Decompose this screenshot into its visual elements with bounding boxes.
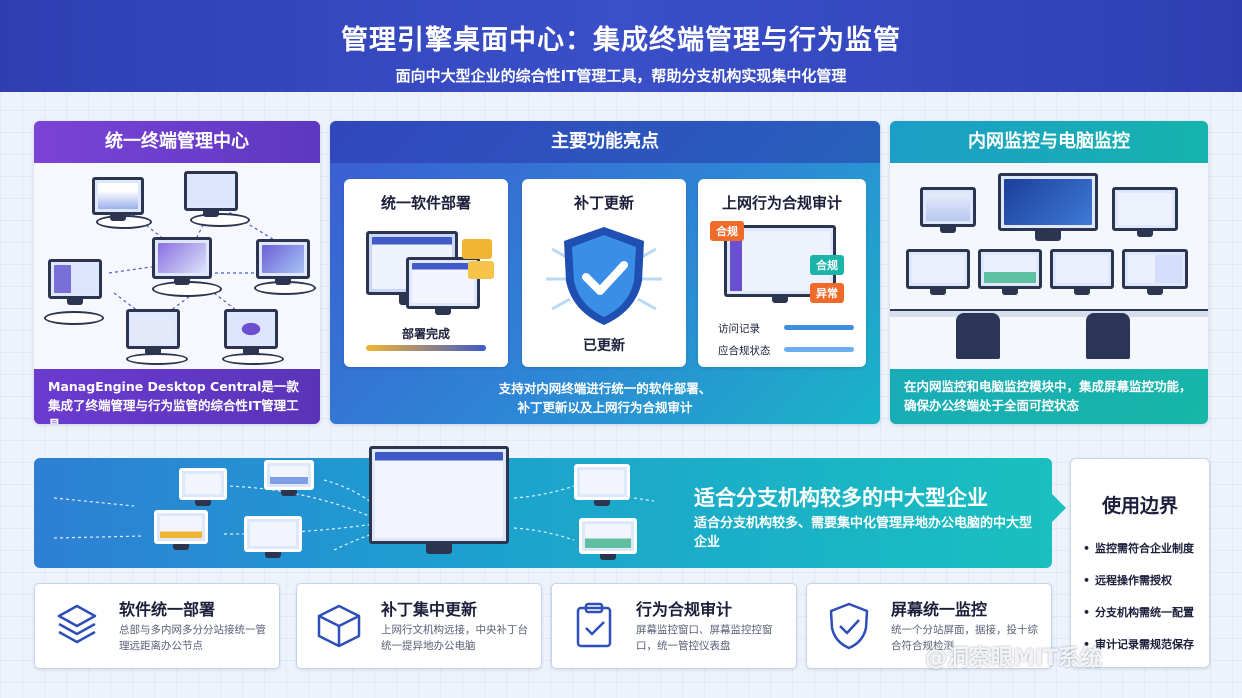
list-item: 远程操作需授权: [1083, 572, 1209, 588]
monitor-icon: [406, 257, 480, 315]
monitor-icon: [256, 239, 310, 285]
laptop-icon: [574, 464, 630, 506]
feature-highlights-panel: 主要功能亮点 统一软件部署 部署完成 补丁更新 已更新 上网行为合规审计 合规: [330, 121, 880, 424]
list-item: 分支机构需统一配置: [1083, 604, 1209, 620]
page-subtitle: 面向中大型企业的综合性IT管理工具，帮助分支机构实现集中化管理: [395, 67, 847, 85]
card-description: 统一个分站屏面，据接，投十综合符合规检测: [891, 624, 1038, 652]
endpoint-management-panel: 统一终端管理中心 ManagEngine Deskt: [34, 121, 320, 424]
target-enterprise-banner: 适合分支机构较多的中大型企业 适合分支机构较多、需要集中化管理异地办公电脑的中大…: [34, 446, 1066, 568]
feature-card-patch-update: 补丁更新 已更新: [522, 179, 686, 367]
box-icon: [317, 604, 361, 648]
panel-description: ManagEngine Desktop Central是一款集成了终端管理与行为…: [34, 369, 320, 424]
laptop-icon: [579, 518, 637, 560]
package-icon: [468, 261, 494, 279]
usage-boundary-box: 使用边界 监控需符合企业制度 远程操作需授权 分支机构需统一配置 审计记录需规范…: [1070, 458, 1210, 668]
access-log-label: 访问记录: [718, 323, 760, 335]
package-icon: [462, 239, 492, 259]
monitor-icon: [48, 259, 102, 305]
feature-card-software: 软件统一部署 总部与多内网多分分站接统一管理远距离办公节点: [34, 583, 280, 669]
feature-title: 上网行为合规审计: [721, 194, 842, 212]
monitor-icon: [184, 171, 238, 217]
feature-title: 补丁更新: [573, 194, 634, 212]
desk: [890, 309, 1208, 317]
list-item: 监控需符合企业制度: [1083, 540, 1209, 556]
monitor-icon: [224, 309, 278, 355]
card-title: 屏幕统一监控: [891, 600, 988, 619]
header: 管理引擎桌面中心：集成终端管理与行为监管 面向中大型企业的综合性IT管理工具，帮…: [0, 0, 1242, 92]
card-description: 屏幕监控窗口、屏幕监控控窗口，统一管控仪表盘: [636, 624, 773, 652]
list-item: 审计记录需规范保存: [1083, 636, 1209, 652]
intranet-monitoring-panel: 内网监控与电脑监控 在内网监控和电脑监控模块中，集成屏幕监控功能，确保办公终端处…: [890, 121, 1208, 424]
compliance-status-label: 应合规状态: [718, 345, 771, 357]
card-title: 软件统一部署: [119, 600, 216, 619]
card-title: 行为合规审计: [636, 600, 733, 619]
monitor-icon: [978, 249, 1042, 295]
card-title: 补丁集中更新: [381, 600, 478, 619]
compliance-tag: 合规: [810, 255, 844, 275]
compliance-tag: 合规: [710, 221, 744, 241]
feature-card-software-deploy: 统一软件部署 部署完成: [344, 179, 508, 367]
watermark: @洞察眼MIT系统: [925, 646, 1103, 671]
laptop-icon: [154, 510, 208, 550]
feature-card-audit: 行为合规审计 屏幕监控窗口、屏幕监控控窗口，统一管控仪表盘: [551, 583, 797, 669]
feature-title: 统一软件部署: [380, 194, 471, 212]
central-monitor-icon: [369, 446, 509, 554]
branch-network-links: [53, 479, 654, 551]
monitoring-room-illustration: [890, 163, 1208, 369]
monitor-icon: [906, 249, 970, 295]
laptop-icon: [244, 516, 302, 558]
patch-status: 已更新: [583, 338, 625, 354]
boundary-list: 监控需符合企业制度 远程操作需授权 分支机构需统一配置 审计记录需规范保存: [1071, 540, 1209, 652]
monitor-icon: [920, 187, 976, 233]
panel-description: 支持对内网终端进行统一的软件部署、 补丁更新以及上网行为合规审计: [498, 381, 712, 415]
chair-icon: [1086, 313, 1130, 359]
monitor-icon: [152, 237, 212, 285]
banner-description: 适合分支机构较多、需要集中化管理异地办公电脑的中大型企业: [694, 516, 1033, 550]
page-title: 管理引擎桌面中心：集成终端管理与行为监管: [341, 25, 901, 56]
panel-title: 统一终端管理中心: [34, 121, 320, 163]
checklist-icon: [576, 602, 612, 648]
card-description: 总部与多内网多分分站接统一管理远距离办公节点: [119, 624, 266, 652]
feature-card-compliance-audit: 上网行为合规审计 合规 合规 异常 访问记录 应合规状态: [698, 179, 866, 367]
laptop-icon: [179, 468, 227, 506]
arrow-right-icon: [1052, 494, 1066, 522]
deploy-status: 部署完成: [401, 327, 450, 341]
laptop-icon: [264, 460, 314, 496]
chair-icon: [956, 313, 1000, 359]
card-description: 上网行文机构远接，中央补丁台统一提异地办公电脑: [381, 624, 528, 652]
network-diagram: [34, 163, 320, 369]
monitor-icon: [92, 177, 144, 221]
panel-description: 在内网监控和电脑监控模块中，集成屏幕监控功能，确保办公终端处于全面可控状态: [904, 379, 1192, 413]
boundary-title: 使用边界: [1101, 495, 1178, 517]
monitor-icon: [126, 309, 180, 355]
monitor-icon: [1122, 249, 1188, 295]
anomaly-tag: 异常: [810, 283, 844, 303]
shield-check-icon: [829, 602, 869, 650]
monitor-icon: [998, 173, 1098, 241]
panel-title: 内网监控与电脑监控: [890, 121, 1208, 163]
monitor-icon: [1112, 187, 1178, 237]
layers-icon: [57, 604, 97, 644]
feature-card-screen-monitor: 屏幕统一监控 统一个分站屏面，据接，投十综合符合规检测: [806, 583, 1052, 669]
shield-check-icon: [546, 227, 662, 325]
banner-title: 适合分支机构较多的中大型企业: [694, 486, 988, 510]
deploy-progress-bar: [366, 345, 486, 351]
panel-title: 主要功能亮点: [330, 121, 880, 163]
monitor-icon: [1050, 249, 1114, 295]
feature-card-patch: 补丁集中更新 上网行文机构远接，中央补丁台统一提异地办公电脑: [296, 583, 542, 669]
